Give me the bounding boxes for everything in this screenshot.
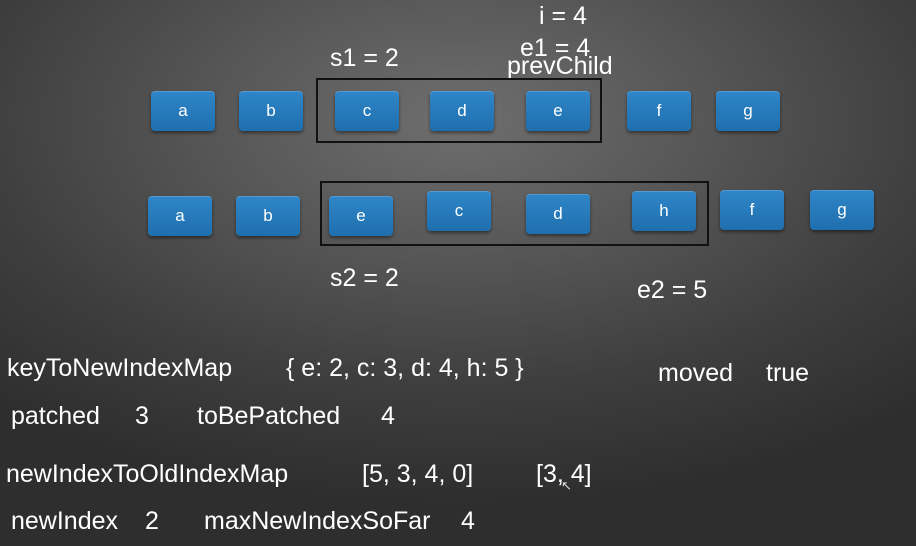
new-node-d: d: [526, 194, 590, 234]
new-range-box: [320, 181, 709, 246]
to-be-patched-value: 4: [381, 402, 395, 430]
old-node-e: e: [526, 91, 590, 131]
new-index-label: newIndex: [11, 507, 119, 535]
old-range-box: [316, 78, 602, 143]
to-be-patched-label: toBePatched: [197, 402, 341, 430]
max-new-index-so-far-value: 4: [461, 507, 475, 535]
e2-label: e2 = 5: [637, 276, 708, 304]
e1-label: e1 = 4: [520, 34, 591, 62]
new-node-b: b: [236, 196, 300, 236]
moved-value: true: [766, 359, 810, 387]
old-node-a: a: [151, 91, 215, 131]
old-node-b: b: [239, 91, 303, 131]
key-to-new-index-map-label: keyToNewIndexMap: [7, 354, 233, 382]
prevchild-label: prevChild: [507, 52, 613, 80]
i-label: i = 4: [539, 2, 587, 30]
new-node-c: c: [427, 191, 491, 231]
mouse-cursor-icon: ↖: [561, 478, 572, 493]
moved-label: moved: [658, 359, 734, 387]
new-node-a: a: [148, 196, 212, 236]
new-node-e: e: [329, 196, 393, 236]
patched-value: 3: [135, 402, 149, 430]
max-new-index-so-far-label: maxNewIndexSoFar: [204, 507, 431, 535]
new-index-to-old-index-map-value: [5, 3, 4, 0]: [362, 460, 474, 488]
key-to-new-index-map-value: { e: 2, c: 3, d: 4, h: 5 }: [286, 354, 524, 382]
old-node-g: g: [716, 91, 780, 131]
s1-label: s1 = 2: [330, 44, 399, 72]
s2-label: s2 = 2: [330, 264, 399, 292]
patched-label: patched: [11, 402, 100, 430]
new-node-h: h: [632, 191, 696, 231]
new-node-f: f: [720, 190, 784, 230]
old-node-f: f: [627, 91, 691, 131]
old-node-c: c: [335, 91, 399, 131]
new-node-g: g: [810, 190, 874, 230]
old-node-d: d: [430, 91, 494, 131]
new-index-value: 2: [145, 507, 159, 535]
new-index-to-old-index-map-label: newIndexToOldIndexMap: [6, 460, 289, 488]
increasing-sequence-value: [3, 4]: [536, 460, 592, 488]
